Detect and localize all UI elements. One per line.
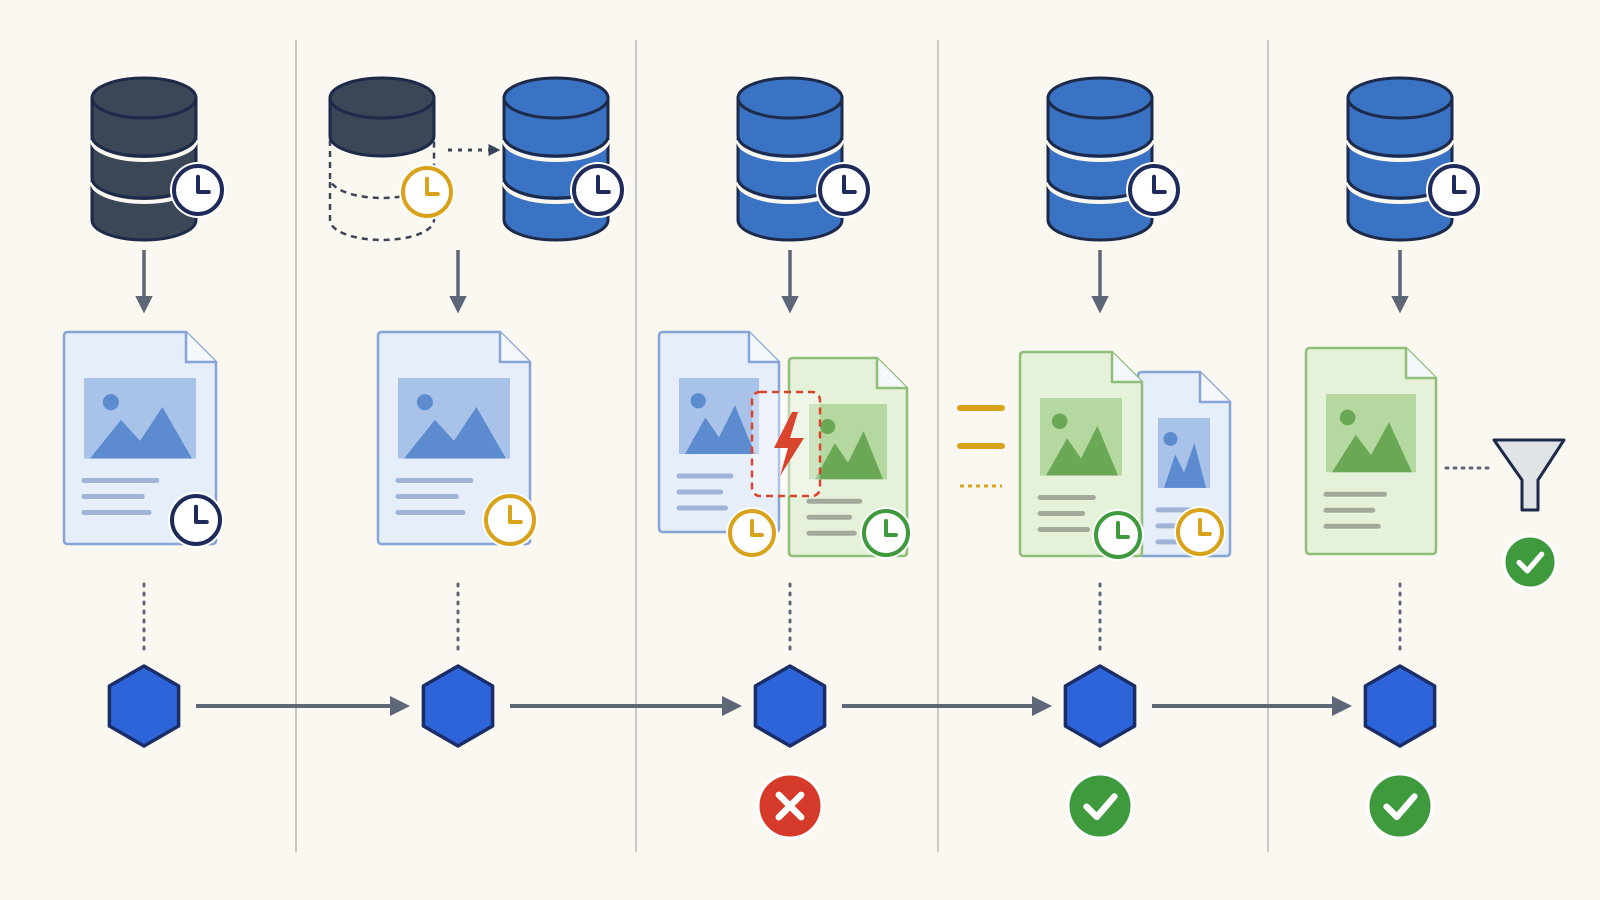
check-icon <box>1502 534 1558 590</box>
image-placeholder-icon <box>84 378 196 459</box>
equality-icon <box>957 405 1005 488</box>
clock-icon <box>570 162 626 218</box>
clock-icon <box>168 492 224 548</box>
clock-icon <box>399 164 455 220</box>
image-placeholder-icon <box>809 404 887 480</box>
database-icon <box>1046 76 1154 242</box>
clock-icon <box>1426 162 1482 218</box>
database-icon <box>736 76 844 242</box>
image-placeholder-icon <box>679 378 759 454</box>
funnel-icon <box>1492 438 1566 512</box>
text-lines <box>395 478 474 516</box>
image-placeholder-icon <box>1158 418 1210 488</box>
image-placeholder-icon <box>398 378 510 459</box>
hexagon-node <box>753 664 827 748</box>
database-icon <box>1346 76 1454 242</box>
error-x-icon <box>756 772 824 840</box>
hexagon-node <box>421 664 495 748</box>
check-icon <box>1366 772 1434 840</box>
document-card <box>62 330 218 546</box>
image-placeholder-icon <box>1326 394 1416 473</box>
clock-icon <box>726 507 778 559</box>
stage-column-4 <box>957 76 1232 840</box>
clock-icon <box>1092 509 1144 561</box>
document-card-new <box>787 356 909 558</box>
clock-icon <box>1126 162 1182 218</box>
document-card <box>376 330 532 546</box>
legacy-database-icon <box>328 76 436 242</box>
stage-column-2 <box>328 76 626 748</box>
hexagon-node <box>1063 664 1137 748</box>
stage-column-1 <box>62 76 226 748</box>
clock-icon <box>170 162 226 218</box>
text-lines <box>1323 491 1387 529</box>
clock-icon <box>1174 506 1226 558</box>
text-lines <box>806 498 863 536</box>
hexagon-node <box>107 664 181 748</box>
text-lines <box>1037 495 1096 533</box>
clock-icon <box>482 492 538 548</box>
document-card <box>1304 346 1438 556</box>
stage-column-5 <box>1304 76 1566 840</box>
document-card-old <box>657 330 781 534</box>
check-icon <box>1066 772 1134 840</box>
text-lines <box>81 478 160 516</box>
hexagon-node <box>1363 664 1437 748</box>
clock-icon <box>860 507 912 559</box>
image-placeholder-icon <box>1040 398 1122 476</box>
text-lines <box>676 473 734 511</box>
lightning-icon <box>750 390 822 498</box>
clock-icon <box>816 162 872 218</box>
database-icon <box>90 76 198 242</box>
document-card-new <box>1018 350 1144 558</box>
stage-column-3 <box>657 76 912 840</box>
